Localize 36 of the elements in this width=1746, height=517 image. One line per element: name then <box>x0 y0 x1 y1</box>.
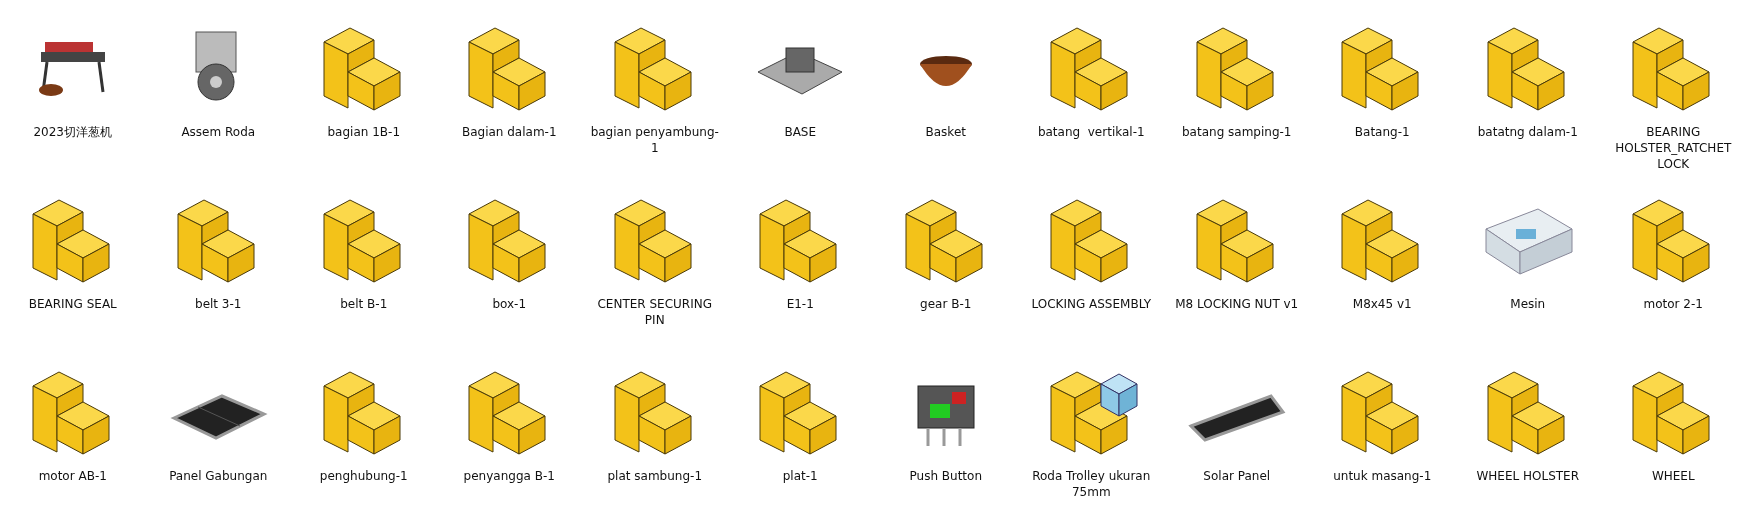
file-name: Solar Panel <box>1202 468 1272 484</box>
file-name: Batang-1 <box>1353 124 1411 140</box>
file-name: Roda Trolley ukuran 75mm <box>1031 468 1152 500</box>
file-name: motor 2-1 <box>1642 296 1704 312</box>
file-name: box-1 <box>491 296 528 312</box>
file-name: batang vertikal-1 <box>1036 124 1146 140</box>
file-name: CENTER SECURING PIN <box>596 296 713 328</box>
file-name: batang samping-1 <box>1181 124 1293 140</box>
file-name: 2023切洋葱机 <box>32 124 113 140</box>
file-name: Basket <box>924 124 967 140</box>
file-name: WHEEL HOLSTER <box>1475 468 1581 484</box>
file-name: penyangga B-1 <box>462 468 556 484</box>
file-name: belt B-1 <box>339 296 389 312</box>
file-name: BEARING SEAL <box>27 296 118 312</box>
file-name: Assem Roda <box>180 124 257 140</box>
file-name: untuk masang-1 <box>1332 468 1433 484</box>
file-name: Push Button <box>908 468 983 484</box>
file-name: bagian penyambung-1 <box>589 124 720 156</box>
file-name: E1-1 <box>785 296 815 312</box>
file-name: plat-1 <box>781 468 819 484</box>
file-name: plat sambung-1 <box>606 468 703 484</box>
file-name: Bagian dalam-1 <box>460 124 558 140</box>
file-name: Mesin <box>1509 296 1547 312</box>
file-name: penghubung-1 <box>318 468 409 484</box>
file-name: bagian 1B-1 <box>326 124 401 140</box>
file-name: BEARING HOLSTER_RATCHET LOCK <box>1614 124 1733 172</box>
file-name: M8 LOCKING NUT v1 <box>1174 296 1300 312</box>
file-name: gear B-1 <box>919 296 973 312</box>
file-name: M8x45 v1 <box>1351 296 1413 312</box>
file-name: batatng dalam-1 <box>1476 124 1579 140</box>
file-name: WHEEL <box>1650 468 1696 484</box>
file-name: motor AB-1 <box>37 468 108 484</box>
file-name: LOCKING ASSEMBLY <box>1030 296 1153 312</box>
file-name: belt 3-1 <box>194 296 243 312</box>
file-name: BASE <box>783 124 818 140</box>
file-name: Panel Gabungan <box>168 468 269 484</box>
